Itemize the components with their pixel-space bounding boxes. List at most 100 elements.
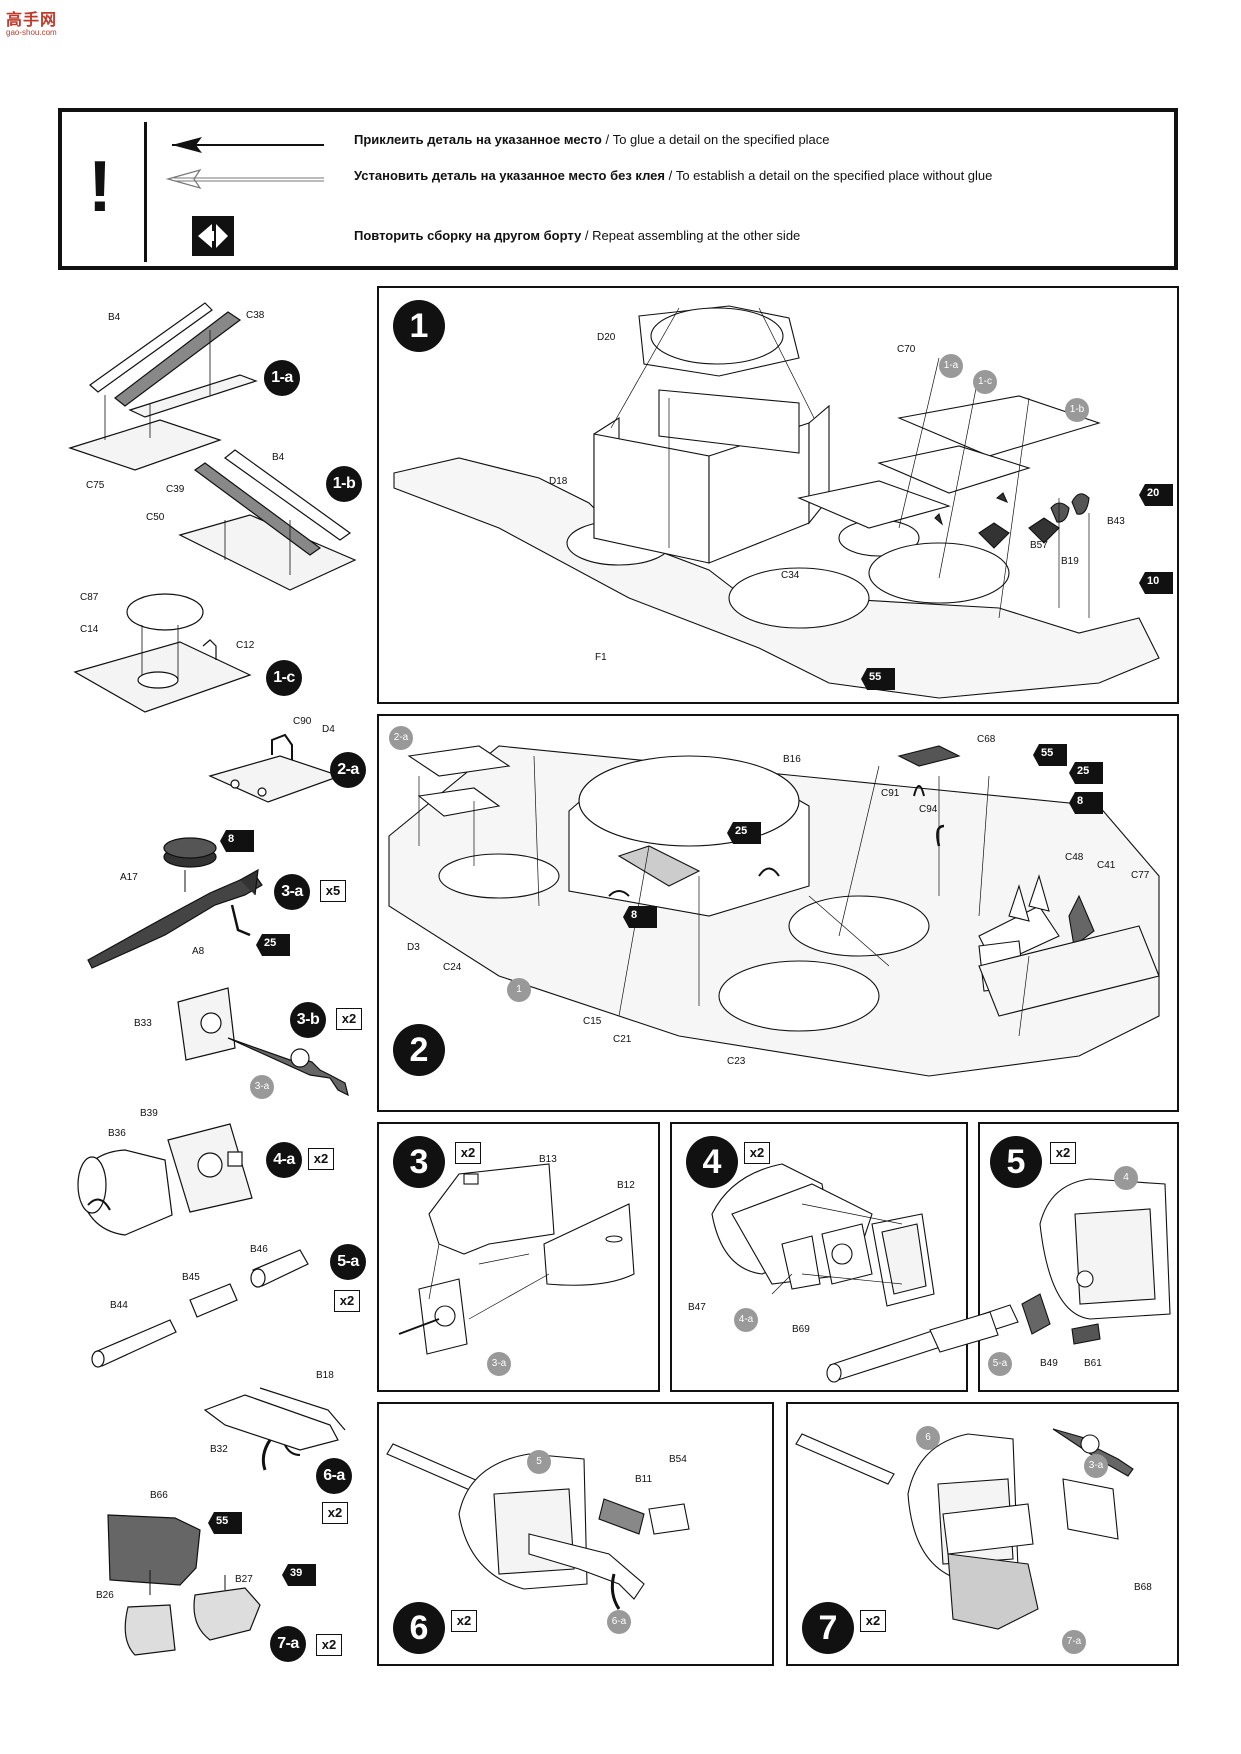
repeat-count: x2 [451,1610,477,1632]
step-number: 4 [686,1136,738,1188]
legend-no-glue-en: To establish a detail on the specified p… [675,168,993,183]
part-label: B44 [110,1300,128,1311]
paint-code-badge: 55 [1033,744,1067,766]
paint-code-badge: 25 [256,934,290,956]
part-label: B11 [635,1474,653,1485]
reference-circle: 1-c [973,370,997,394]
legend-repeat-en: Repeat assembling at the other side [592,228,801,243]
part-label: B13 [539,1154,557,1165]
subassembly-number: 3-a [274,874,310,910]
step-3-panel: 3 x2 B13 B12 3-a [377,1122,660,1392]
subassembly-number: 4-a [266,1142,302,1178]
subassembly-4a-drawing [77,1123,253,1236]
reference-circle: 1 [507,978,531,1002]
step-5-panel: 5 x2 4 B49 B61 5-a [978,1122,1179,1392]
repeat-count: x2 [860,1610,886,1632]
part-label: B68 [1134,1582,1152,1593]
legend-divider [144,122,147,262]
repeat-count: x2 [316,1634,342,1656]
subassembly-7a-drawing [107,1514,261,1656]
legend-glue-en: To glue a detail on the specified place [612,132,830,147]
part-label: B66 [150,1490,168,1501]
step-number: 5 [990,1136,1042,1188]
part-label: C14 [80,624,99,635]
step-number: 3 [393,1136,445,1188]
step-7-panel: 7 x2 6 3-a B68 7-a [786,1402,1179,1666]
subassembly-number: 7-a [270,1626,306,1662]
part-label: D3 [407,942,420,953]
part-label: B4 [272,452,285,463]
part-label: B33 [134,1018,152,1029]
part-label: C68 [977,734,996,745]
part-label: C38 [246,310,265,321]
subassembly-number: 5-a [330,1244,366,1280]
reference-circle: 3-a [487,1352,511,1376]
reference-circle: 3-a [250,1075,274,1099]
legend-sep-2: / [665,168,676,183]
reference-circle: 4-a [734,1308,758,1332]
part-label: B12 [617,1180,635,1191]
paint-code-badge: 25 [1069,762,1103,784]
step-4-panel: 4 x2 B47 B69 4-a [670,1122,968,1392]
part-label: C87 [80,592,99,603]
repeat-count: x2 [1050,1142,1076,1164]
part-label: F1 [595,652,607,663]
part-label: C91 [881,788,900,799]
subassembly-number: 1-a [264,360,300,396]
part-label: C50 [146,512,165,523]
subassembly-5a-drawing [91,1249,309,1368]
part-label: C94 [919,804,938,815]
legend-sep-3: / [581,228,593,243]
part-label: B49 [1040,1358,1058,1369]
logo-text: 高手网 [6,12,58,29]
step-5-drawing [1021,1178,1171,1345]
step-number: 6 [393,1602,445,1654]
paint-code-badge: 8 [1069,792,1103,814]
reference-circle: 1-a [939,354,963,378]
step-number: 7 [802,1602,854,1654]
repeat-count: x5 [320,880,346,902]
reference-circle: 1-b [1065,398,1089,422]
subassembly-6a-drawing [203,1387,346,1471]
legend-row-glue: Приклеить деталь на указанное место / To… [354,132,830,147]
part-label: B47 [688,1302,706,1313]
part-label: B61 [1084,1358,1102,1369]
reference-circle: 3-a [1084,1454,1108,1478]
part-label: C70 [897,344,916,355]
subassembly-number: 3-b [290,1002,326,1038]
part-label: C15 [583,1016,602,1027]
paint-code-badge: 55 [861,668,895,690]
subassembly-number: 1-b [326,466,362,502]
legend-glue-ru: Приклеить деталь на указанное место [354,132,602,147]
repeat-count: x2 [308,1148,334,1170]
legend-row-repeat: Повторить сборку на другом борту / Repea… [354,228,800,243]
subassembly-drawings [68,302,357,1656]
legend-row-no-glue: Установить деталь на указанное место без… [354,168,992,183]
part-label: B43 [1107,516,1125,527]
subassembly-1c-drawing [73,593,252,713]
legend-panel: ! Приклеить деталь на указанное место / … [58,108,1178,270]
part-label: C41 [1097,860,1116,871]
paint-code-badge: 8 [623,906,657,928]
subassembly-2a-drawing [208,733,342,803]
subassembly-1b-drawing [178,449,357,591]
step-7-drawing [795,1428,1134,1630]
step-2-panel: 2 2-a 1 B16 C68 C91 C94 C48 C41 C77 D3 C… [377,714,1179,1112]
logo-url: gao-shou.com [6,28,57,37]
repeat-count: x2 [334,1290,360,1312]
subassembly-3b-drawing [177,987,349,1097]
paint-code-badge: 20 [1139,484,1173,506]
legend-repeat-ru: Повторить сборку на другом борту [354,228,582,243]
part-label: C75 [86,480,105,491]
paint-code-badge: 25 [727,822,761,844]
part-label: C39 [166,484,185,495]
reference-circle: 4 [1114,1166,1138,1190]
reference-circle: 6 [916,1426,940,1450]
step-number: 1 [393,300,445,352]
warning-mark: ! [88,147,112,227]
no-glue-arrow-icon [165,168,324,190]
part-label: D4 [322,724,335,735]
repeat-other-side-icon [192,216,234,256]
part-label: B69 [792,1324,810,1335]
part-label: B16 [783,754,801,765]
